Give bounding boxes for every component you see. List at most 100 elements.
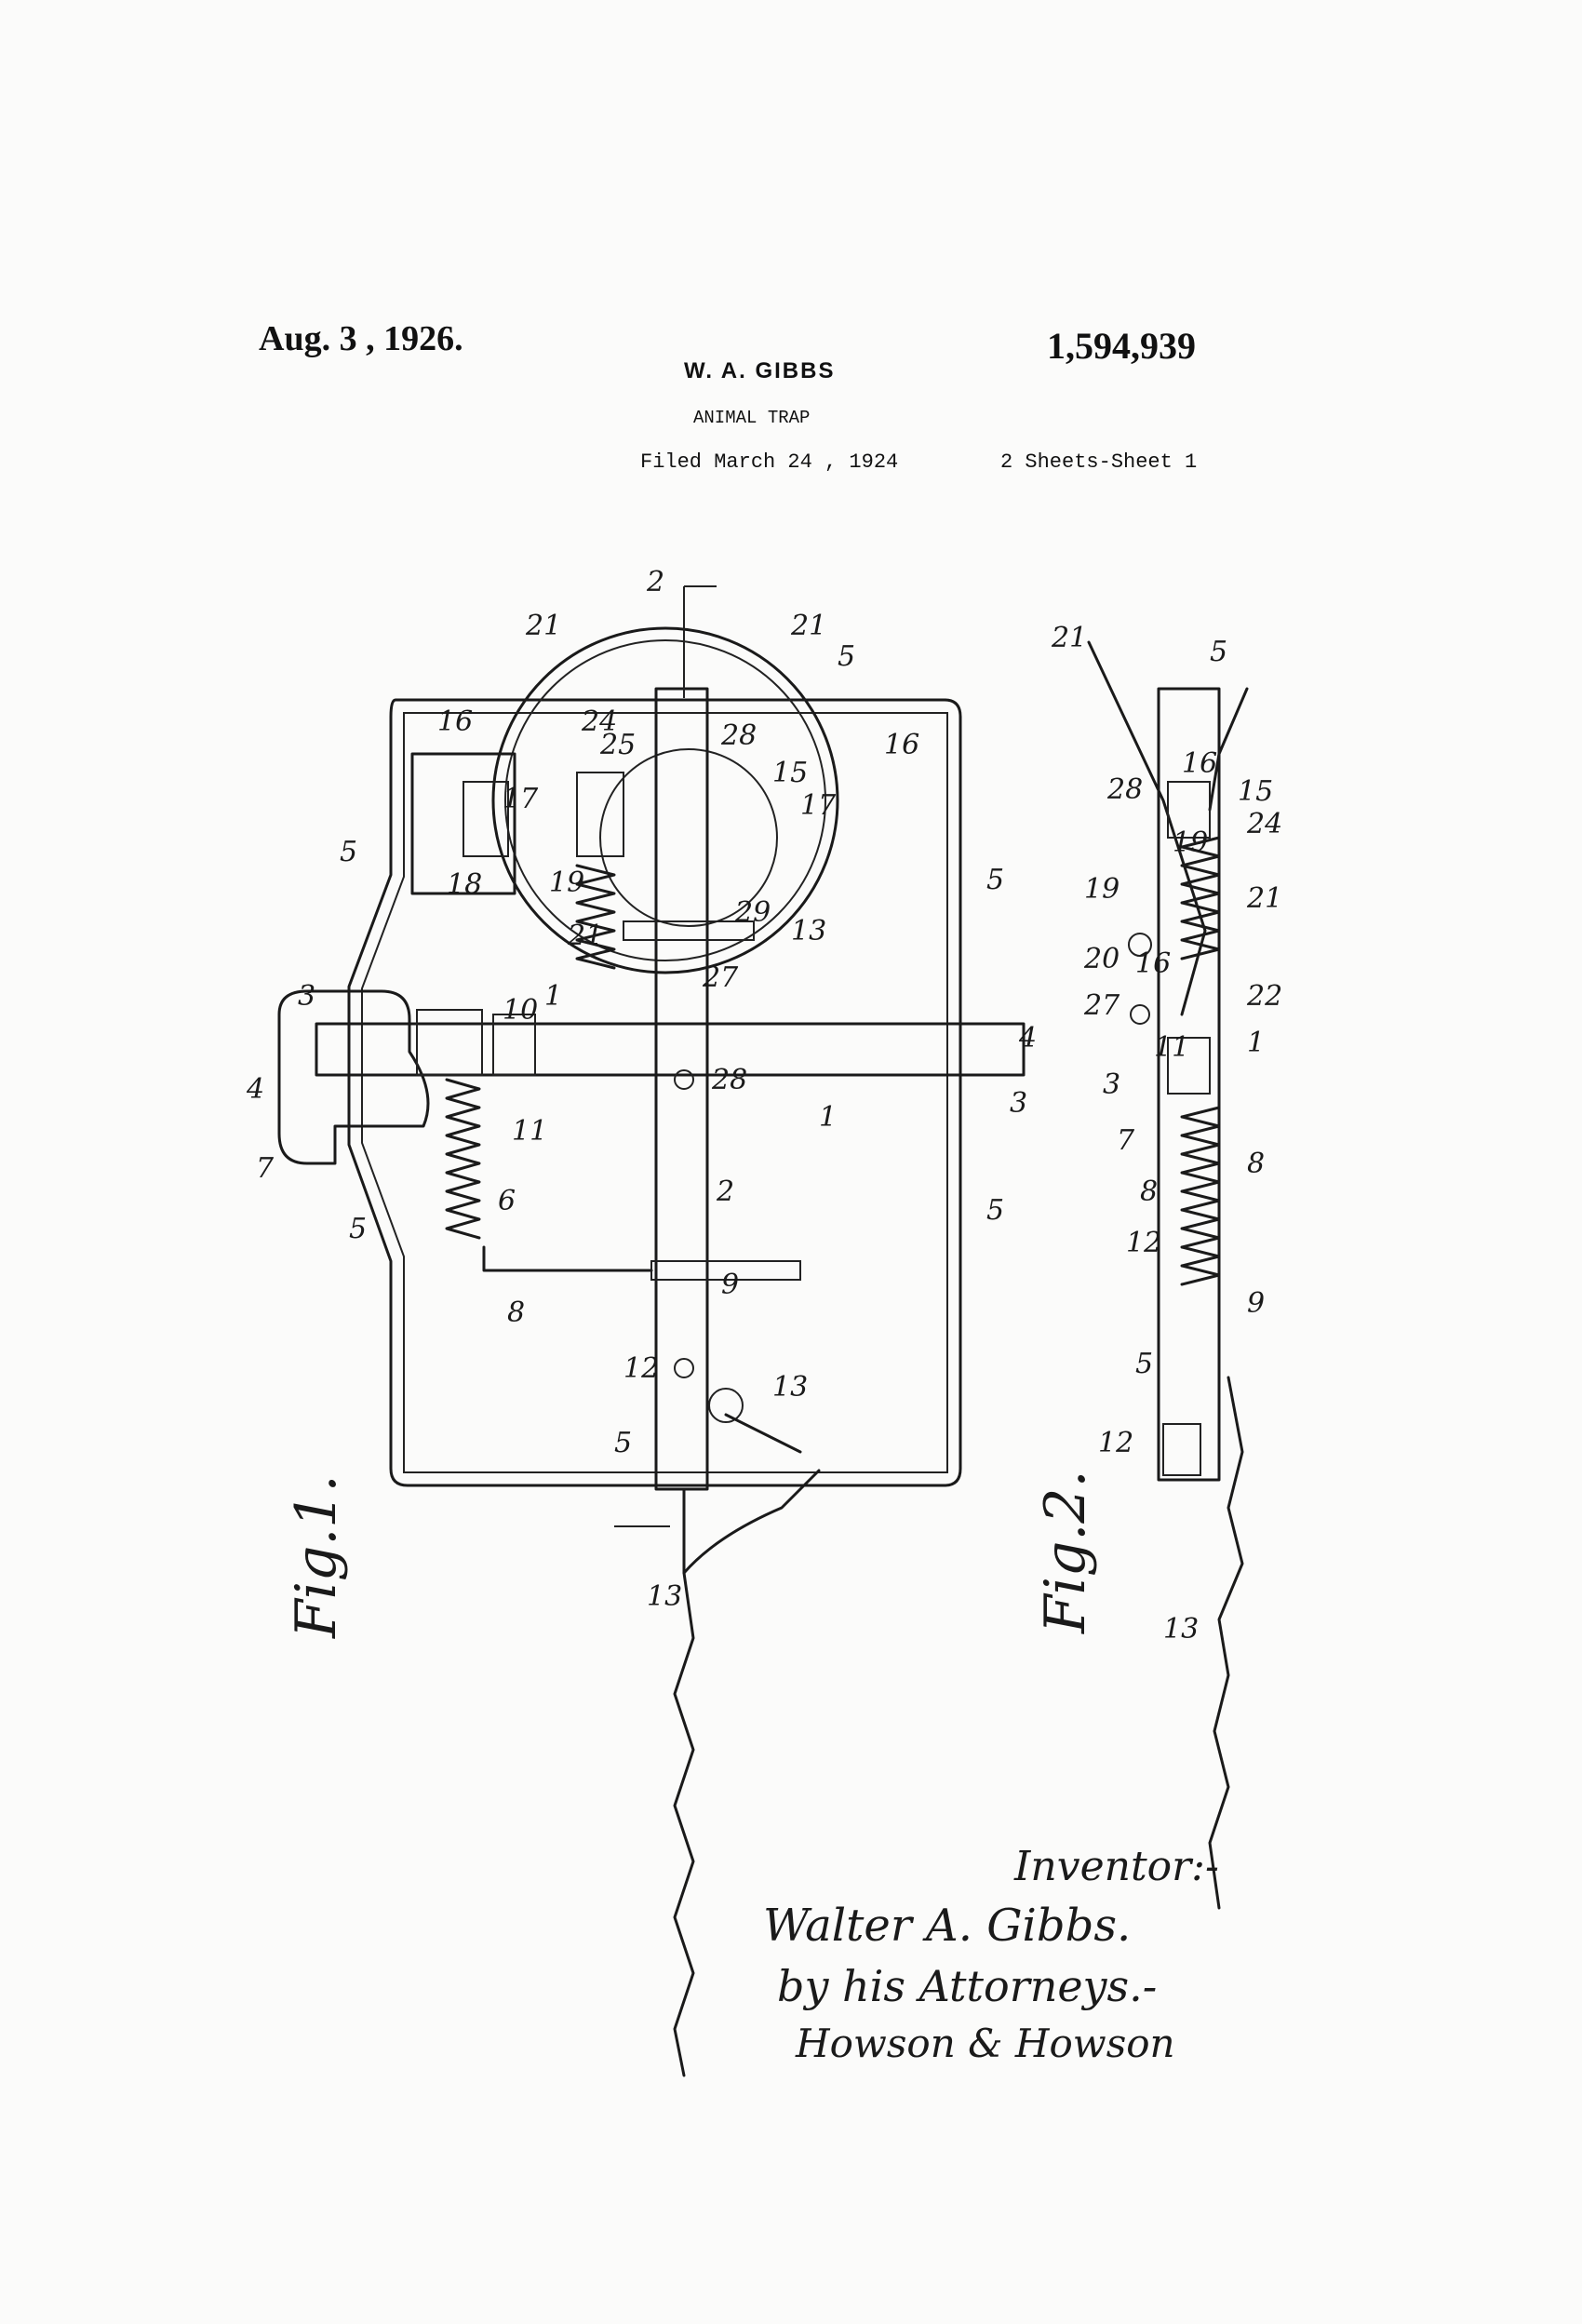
fig2-ref-20: 20 [1083,943,1119,975]
fig2-lever [1208,687,1249,812]
fig2-ref-9: 9 [1247,1287,1265,1320]
fig2-ref-12a: 12 [1126,1227,1161,1259]
fig1-ref-12: 12 [623,1352,659,1385]
fig1-pan [491,626,839,974]
fig1-ref-28: 28 [720,719,757,752]
fig2-label: Fig.2. [1033,1470,1098,1634]
fig1-ref-1b: 1 [819,1101,837,1134]
fig2-ref-1: 1 [1247,1027,1265,1059]
fig2-pivot [1128,933,1152,957]
fig1-ref-16a: 16 [437,705,473,738]
fig1-ref-9: 9 [721,1269,739,1301]
fig2-ref-13: 13 [1163,1613,1199,1646]
fig2-ref-24: 24 [1246,808,1282,840]
fig2-chain [1208,1376,1244,1910]
fig1-spring-21 [575,864,616,970]
fig1-ref-11: 11 [512,1115,547,1148]
fig1-base-frame-inner [361,712,948,1473]
patent-title: ANIMAL TRAP [693,408,811,428]
fig2-drawing [1087,640,1249,1910]
fig2-ref-5a: 5 [1210,636,1227,668]
fig1-ref-4b: 4 [1018,1022,1037,1055]
fig2-ref-19a: 19 [1173,826,1208,859]
fig1-ref-27: 28 [711,1064,747,1096]
fig1-section-line [614,585,717,1527]
fig1-ref-17a: 17 [503,783,539,815]
fig1-jaw-bracket [410,752,516,895]
fig1-ref-2b: 2 [716,1175,734,1208]
inventor-signature: Walter A. Gibbs. [763,1900,1131,1952]
fig2-reference-numerals: 21 5 28 16 15 24 19 19 21 20 16 27 22 11… [1051,622,1282,1646]
fig1-reference-numerals: 2 21 21 5 16 24 25 28 15 16 17 17 18 19 … [246,566,1037,1613]
fig2-pivot-27 [1130,1004,1150,1025]
fig1-ref-13a: 13 [772,1371,808,1404]
fig1-ref-21: 19 [549,866,584,899]
fig1-ref-5d: 5 [349,1213,367,1245]
attorneys-line: by his Attorneys.- [777,1961,1157,2011]
fig1-ref-17b: 17 [800,789,837,822]
fig2-ref-8b: 8 [1247,1148,1265,1180]
fig1-plate-25 [576,772,624,857]
filing-date: Filed March 24 , 1924 [640,450,899,474]
fig1-ref-26: 27 [702,961,739,994]
fig2-base [1157,687,1221,1482]
fig1-ref-5e: 5 [986,1194,1004,1227]
fig2-ref-5b: 5 [1135,1348,1153,1380]
fig1-drawing [277,585,1026,2077]
fig1-ref-25: 25 [599,729,636,761]
fig1-ref-7: 7 [256,1152,275,1185]
inventor-label: Inventor:- [1013,1843,1219,1890]
fig1-ref-4a: 4 [246,1073,264,1106]
fig1-ref-3a: 3 [298,980,315,1013]
fig2-ref-18a: 21 [1051,622,1087,654]
fig1-chain-loop [682,1469,821,1575]
fig2-ref-11: 11 [1154,1031,1189,1064]
fig1-ref-2a: 2 [646,566,664,598]
fig1-rod-8 [482,1245,653,1272]
fig1-ref-5c: 5 [986,864,1004,896]
fig1-base-frame [347,698,962,1487]
fig2-ref-12b: 12 [1098,1427,1133,1459]
fig1-ref-24: 24 [581,705,617,738]
fig1-ref-3b: 3 [1010,1087,1027,1120]
patent-date: Aug. 3 , 1926. [259,319,463,358]
fig1-ref-15: 15 [772,757,808,789]
fig1-ref-16b: 16 [884,729,919,761]
fig1-bar-2 [654,687,709,1491]
fig1-ref-5a: 5 [838,640,855,673]
inventor-name: W. A. GIBBS [684,358,836,383]
fig1-ref-5b: 5 [340,836,357,868]
fig1-arm-9 [650,1260,801,1281]
fig1-ref-18a: 21 [525,610,561,642]
fig1-label: Fig.1. [284,1474,349,1639]
fig1-ref-19: 18 [447,868,482,901]
fig2-ref-3: 3 [1103,1068,1120,1101]
fig2-ref-15: 15 [1238,775,1273,808]
attorneys-signature: Howson & Howson [795,2021,1175,2066]
fig2-spring-8 [1180,1106,1221,1286]
fig1-ref-29: 29 [734,896,771,929]
fig2-ref-22: 22 [1246,980,1282,1013]
fig1-bracket-10 [416,1009,483,1076]
fig1-ref-8: 8 [507,1296,525,1329]
fig2-clip-16 [1167,781,1211,839]
patent-number: 1,594,939 [1047,325,1196,367]
fig1-ref-18c: 13 [791,915,826,947]
fig1-ref-18b: 21 [790,610,826,642]
fig1-eye-13 [708,1388,744,1423]
fig1-pan-inner [504,639,826,961]
fig2-ref-16: 16 [1182,747,1217,780]
fig2-clip-11 [1167,1037,1211,1095]
fig1-pin-12 [674,1358,694,1378]
fig1-pin [674,1069,694,1090]
fig1-ref-1a: 1 [544,980,562,1013]
fig2-ref-28: 28 [1106,773,1143,806]
fig2-end-12 [1162,1423,1201,1476]
fig1-ref-6: 6 [498,1185,516,1217]
fig1-ref-22: 21 [567,920,603,952]
fig2-ref-7: 7 [1117,1124,1135,1157]
fig1-chain [673,1413,802,2077]
fig2-spring-21 [1180,836,1221,960]
fig1-ref-13b: 13 [647,1580,682,1613]
